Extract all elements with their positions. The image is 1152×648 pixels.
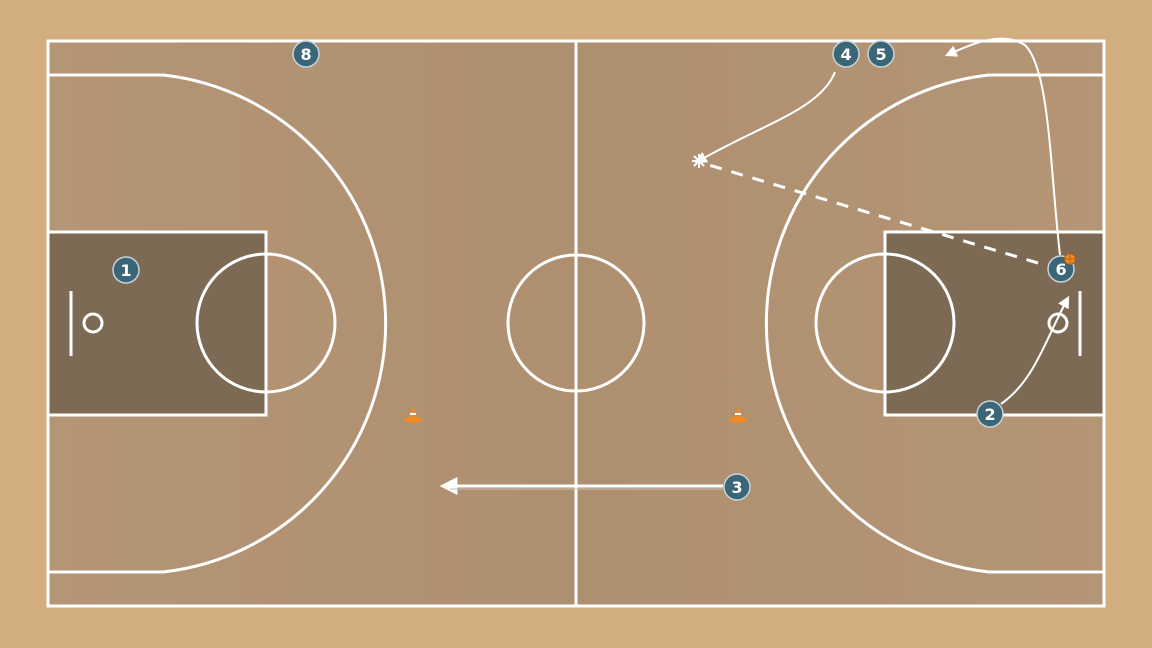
right-free-throw-circle: [814, 252, 956, 394]
left-paint: [48, 232, 266, 415]
player-3[interactable]: 3: [723, 473, 751, 501]
player-8[interactable]: 8: [292, 40, 320, 68]
traffic-cone-icon: [729, 407, 747, 423]
center-circle: [506, 253, 646, 393]
player-6-label: 6: [1055, 260, 1066, 279]
movement-cut-player-6: [944, 37, 1061, 256]
movement-cut-player-4: [694, 71, 836, 164]
left-free-throw-circle: [195, 252, 337, 394]
left-three-point-line: [48, 73, 388, 574]
right-hoop: [1047, 312, 1069, 334]
right-three-point-line: [764, 73, 1104, 574]
player-3-label: 3: [731, 478, 742, 497]
movement-cut-player-2: [1000, 295, 1070, 405]
left-key: [46, 230, 268, 417]
basketball-icon: [1064, 253, 1076, 265]
player-4[interactable]: 4: [832, 40, 860, 68]
player-1-label: 1: [120, 261, 131, 280]
player-5[interactable]: 5: [867, 40, 895, 68]
player-2[interactable]: 2: [976, 400, 1004, 428]
pass-target-burst: [692, 154, 706, 168]
player-2-label: 2: [984, 405, 995, 424]
player-8-label: 8: [300, 45, 311, 64]
player-4-label: 4: [840, 45, 851, 64]
player-5-label: 5: [875, 45, 886, 64]
movement-pass-player-6: [701, 161, 1039, 265]
player-1[interactable]: 1: [112, 256, 140, 284]
left-hoop: [82, 312, 104, 334]
traffic-cone-icon: [404, 407, 422, 423]
